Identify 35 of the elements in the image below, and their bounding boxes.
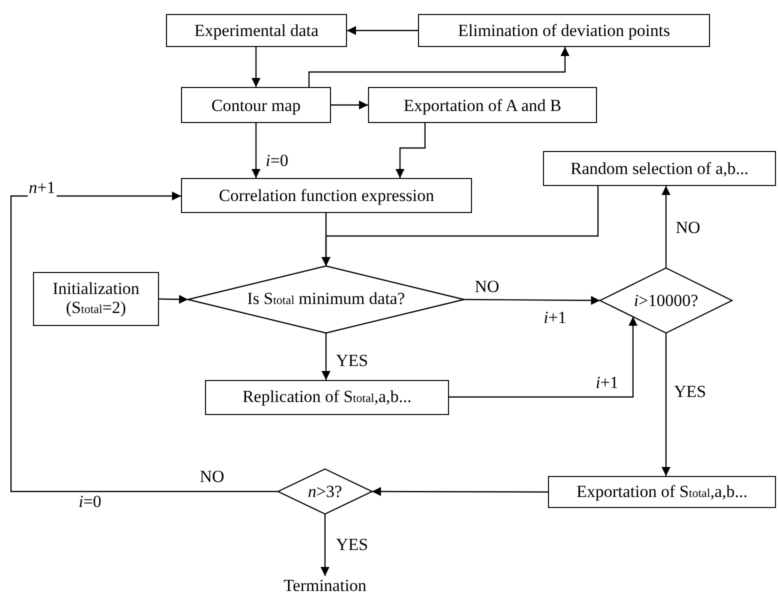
node-text: Correlation function expression bbox=[218, 186, 434, 205]
arrow bbox=[252, 47, 260, 87]
process-box bbox=[205, 380, 449, 415]
node-text: Exportation of A and B bbox=[404, 96, 562, 114]
process-box bbox=[181, 178, 472, 213]
node-text: Elimination of deviation points bbox=[458, 21, 670, 40]
arrow bbox=[252, 123, 260, 178]
arrow bbox=[308, 47, 570, 87]
process-box bbox=[166, 14, 347, 47]
node-text: Experimental data bbox=[194, 21, 319, 40]
arrow bbox=[347, 26, 418, 35]
arrow bbox=[662, 186, 670, 268]
arrow bbox=[331, 100, 368, 110]
process-box bbox=[543, 151, 776, 186]
node-text: Random selection of a,b... bbox=[570, 159, 748, 178]
process-box bbox=[548, 476, 776, 508]
arrow bbox=[10, 192, 278, 492]
node-text: Contour map bbox=[211, 96, 301, 114]
node-text: i>10000? bbox=[634, 291, 698, 310]
arrow bbox=[396, 123, 426, 178]
process-box bbox=[418, 14, 710, 47]
node-text: n>3? bbox=[308, 482, 342, 501]
arrow bbox=[320, 514, 330, 576]
arrow bbox=[449, 316, 638, 398]
process-box bbox=[181, 87, 331, 123]
loop-label: n+1 bbox=[28, 179, 56, 197]
arrow bbox=[372, 487, 548, 496]
process-box bbox=[368, 87, 597, 123]
terminal-text: Termination bbox=[284, 576, 366, 594]
arrow bbox=[158, 294, 188, 304]
arrow bbox=[464, 296, 600, 305]
arrow bbox=[662, 333, 670, 476]
arrow bbox=[322, 333, 330, 380]
arrow bbox=[322, 186, 599, 266]
process-box bbox=[33, 272, 159, 326]
